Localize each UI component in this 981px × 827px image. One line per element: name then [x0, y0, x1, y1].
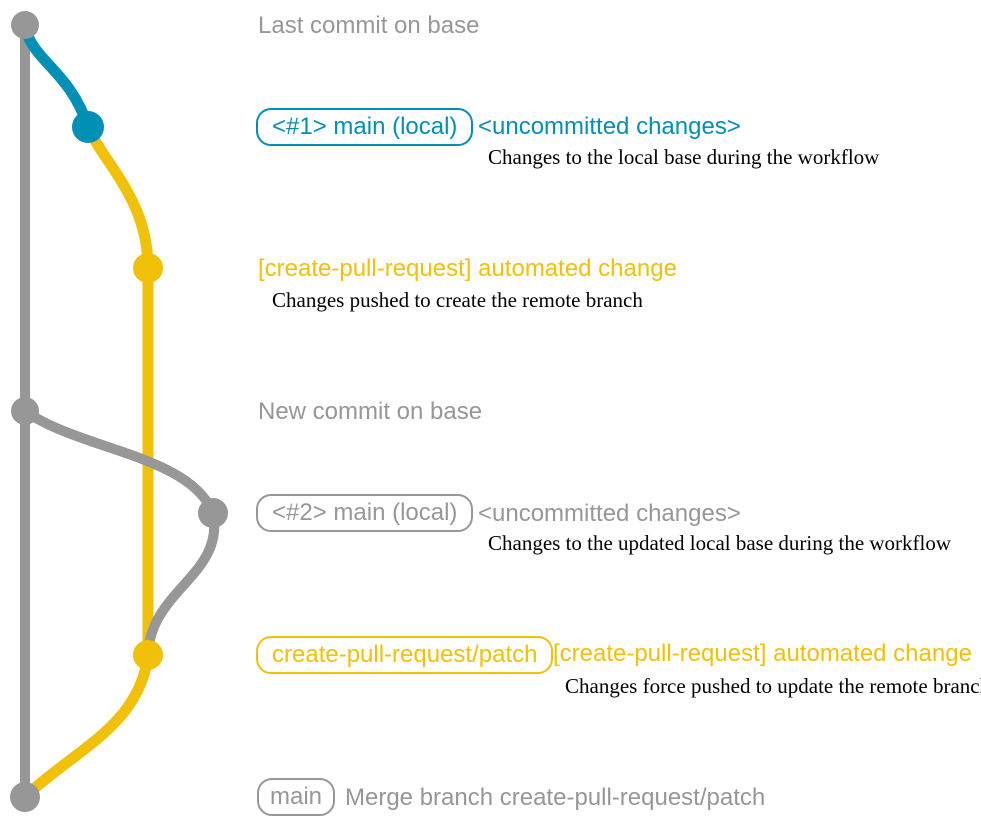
patch-merge-curve	[23, 654, 154, 800]
branch-tag-main: main	[257, 778, 336, 816]
commit-node-new-base	[11, 397, 39, 425]
annotation-main-local-1: Changes to the local base during the wor…	[488, 145, 880, 169]
annotation-patch-2: Changes force pushed to update the remot…	[565, 674, 981, 698]
commit-message-merge: Merge branch create-pull-request/patch	[345, 784, 766, 811]
commit-node-patch-2	[133, 640, 163, 670]
commit-title-last-base: Last commit on base	[258, 12, 480, 39]
commit-message-main-local-1: <uncommitted changes>	[478, 113, 741, 140]
annotation-main-local-2: Changes to the updated local base during…	[488, 531, 952, 555]
commit-message-main-local-2: <uncommitted changes>	[478, 500, 741, 527]
branch-tag-main-local-1: <#1> main (local)	[256, 108, 474, 146]
commit-node-main-local-1	[72, 111, 104, 143]
main-local-2-rebase-curve	[143, 512, 220, 656]
commit-message-patch-1: [create-pull-request] automated change	[258, 255, 677, 282]
commit-node-merge	[10, 782, 40, 812]
commit-node-main-local-2	[198, 498, 228, 528]
main-local-2-branch-curve	[22, 406, 218, 516]
patch-branch-line	[82, 124, 154, 655]
commit-title-new-base: New commit on base	[258, 398, 483, 425]
annotation-patch-1: Changes pushed to create the remote bran…	[272, 288, 643, 312]
branch-tag-patch: create-pull-request/patch	[256, 636, 554, 674]
branch-tag-main-local-2: <#2> main (local)	[256, 494, 474, 532]
main-local-branch-curve	[19, 23, 94, 129]
commit-node-last-base	[11, 11, 39, 39]
commit-node-patch-1	[133, 253, 163, 283]
commit-message-patch-2: [create-pull-request] automated change	[553, 640, 972, 667]
